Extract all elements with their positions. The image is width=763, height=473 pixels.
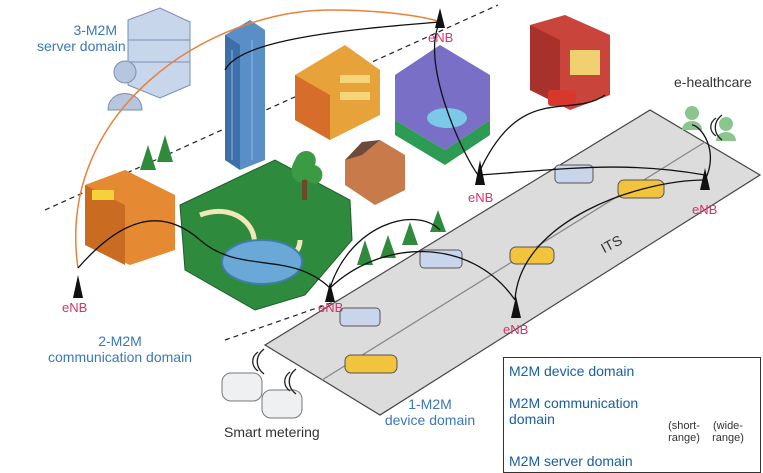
hospital-building — [530, 15, 610, 110]
signal-wave-icon — [252, 114, 723, 395]
legend-box: M2M device domain M2M communication doma… — [503, 357, 761, 473]
enb-label: eNB — [692, 202, 718, 217]
enb-label: eNB — [468, 190, 494, 205]
skyscraper-building — [225, 20, 265, 170]
enb-tower-icon — [73, 8, 710, 318]
communication-domain-label: 2-M2M communication domain — [40, 333, 200, 365]
smart-meter-icon — [221, 372, 303, 419]
server-link-arc — [75, 9, 441, 269]
server-domain-label: 3-M2M server domain — [37, 22, 126, 54]
legend-device-domain: M2M device domain — [509, 363, 635, 379]
bus-icon — [339, 307, 381, 327]
enb-label: eNB — [428, 30, 454, 45]
server-icon — [107, 7, 191, 111]
hotel-pool-building — [395, 45, 490, 165]
wide-range-line-1: (wide- — [713, 420, 743, 432]
short-range-line-1: (short- — [668, 420, 700, 432]
house-building — [345, 140, 405, 205]
server-domain-line-1: 3-M2M — [73, 22, 117, 38]
taxi-icon — [344, 354, 398, 374]
enb-label: eNB — [318, 300, 344, 315]
tree-icon — [291, 150, 323, 200]
legend-communication-domain: M2M communication domain — [509, 395, 638, 427]
communication-domain-line-2: communication domain — [48, 349, 192, 365]
short-range-line-2: range) — [668, 432, 700, 444]
enb-label: eNB — [503, 322, 529, 337]
communication-domain-line-1: 2-M2M — [98, 333, 142, 349]
smart-metering-label: Smart metering — [224, 424, 320, 440]
device-domain-line-1: 1-M2M — [408, 396, 452, 412]
tree-cluster — [140, 135, 446, 265]
legend-short-range-label: (short- range) — [662, 420, 706, 444]
gas-station-building — [85, 170, 175, 265]
device-domain-line-2: device domain — [384, 412, 476, 428]
wide-range-line-2: range) — [712, 432, 744, 444]
legend-communication-line-1: M2M communication — [509, 395, 639, 411]
enb-label: eNB — [62, 300, 88, 315]
legend-wide-range-label: (wide- range) — [706, 420, 750, 444]
legend-server-domain: M2M server domain — [509, 453, 633, 469]
apartment-building — [295, 45, 380, 140]
communication-links — [77, 21, 711, 301]
legend-communication-line-2: domain — [509, 411, 555, 427]
park-area — [179, 150, 353, 311]
server-domain-line-2: server domain — [37, 38, 126, 54]
ehealthcare-label: e-healthcare — [674, 74, 752, 90]
device-domain-label: 1-M2M device domain — [380, 396, 480, 428]
